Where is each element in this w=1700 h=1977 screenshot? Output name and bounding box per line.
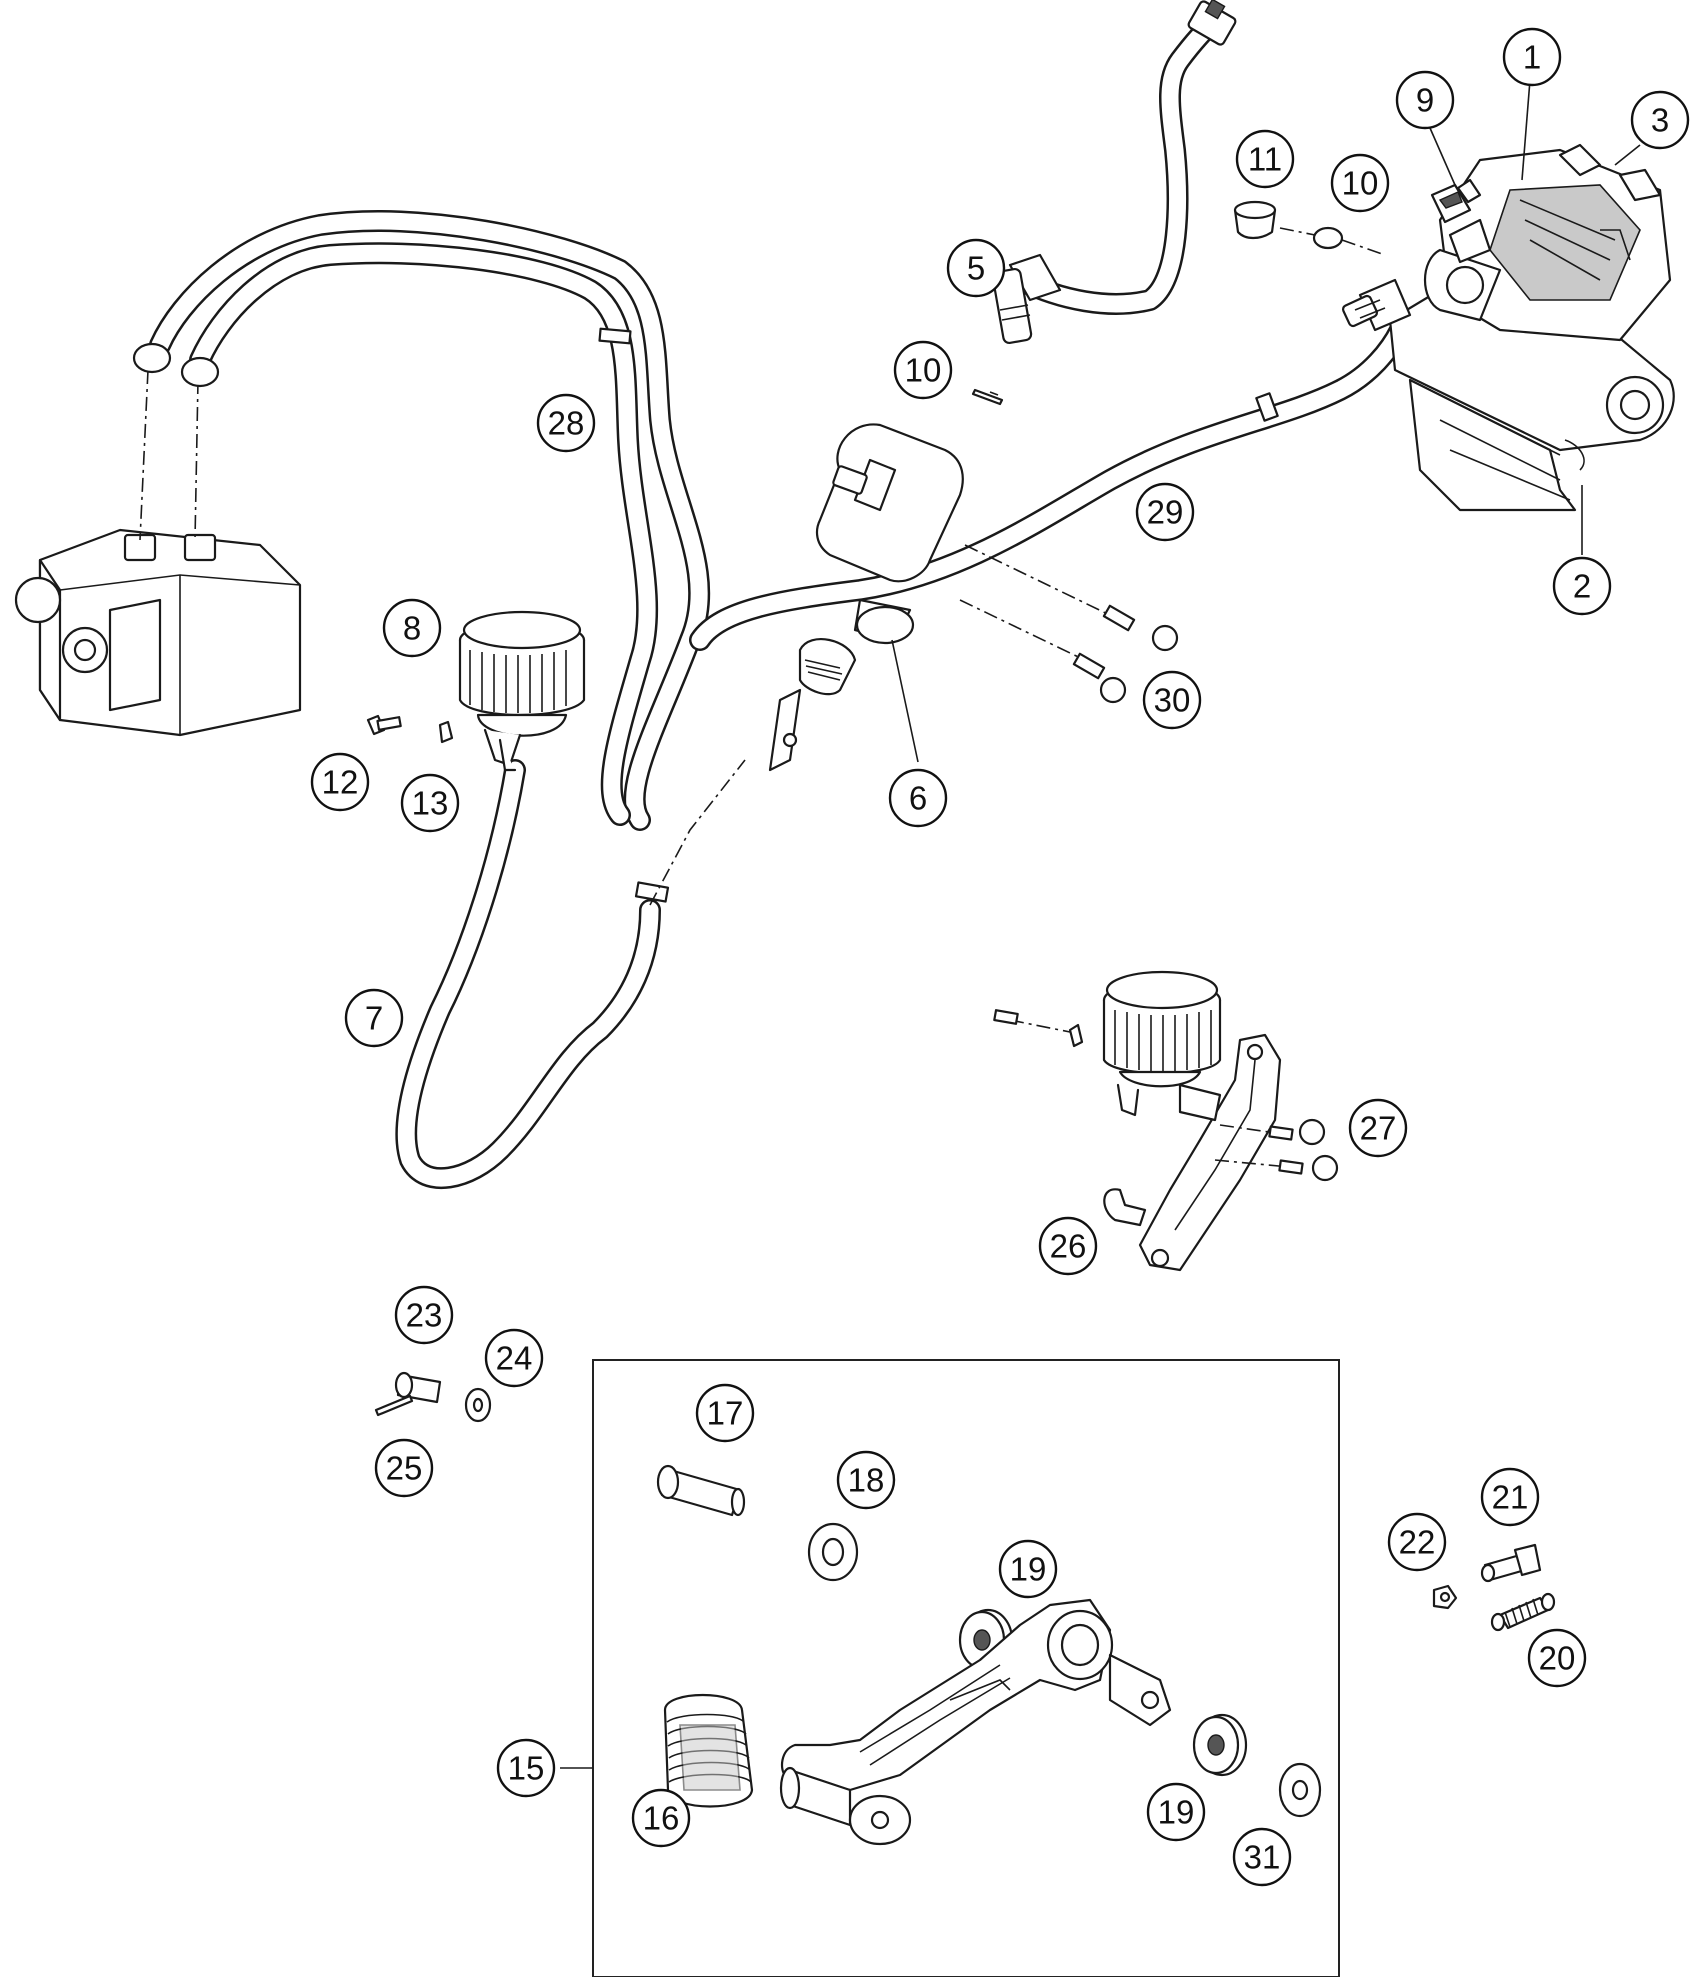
callout-2-label: 2	[1573, 568, 1591, 605]
callout-9: 9	[1395, 70, 1455, 130]
callout-22-label: 22	[1399, 1524, 1436, 1561]
callout-18-label: 18	[848, 1462, 885, 1499]
brake-fluid-reservoir	[366, 610, 586, 772]
brake-caliper-assembly	[1341, 143, 1675, 512]
callout-10-lower: 10	[893, 340, 953, 400]
abs-sensor-cable	[1009, 0, 1237, 315]
callout-16-label: 16	[643, 1800, 680, 1837]
callout-19-upper: 19	[998, 1539, 1058, 1599]
leader-lines	[891, 79, 1641, 763]
callout-3-label: 3	[1651, 102, 1669, 139]
brake-master-cylinder	[768, 423, 1121, 772]
callout-9-label: 9	[1416, 82, 1434, 119]
rear-reservoir-bracket-assembly	[993, 970, 1339, 1272]
bearing-19-lower	[1192, 1713, 1248, 1777]
washer-24	[464, 1387, 492, 1423]
callout-20: 20	[1527, 1628, 1587, 1688]
sensor-5	[991, 253, 1062, 345]
callout-28: 28	[536, 393, 596, 453]
callout-1-label: 1	[1523, 39, 1541, 76]
callout-8: 8	[382, 598, 442, 658]
pedal-pin-17	[656, 1464, 746, 1517]
callout-10-lower-label: 10	[905, 352, 942, 389]
brake-pedal-kit-frame	[592, 1359, 1340, 1977]
callout-16: 16	[631, 1788, 691, 1848]
callout-21-label: 21	[1492, 1479, 1529, 1516]
callout-12: 12	[310, 752, 370, 812]
brake-line-29	[689, 319, 1411, 651]
callout-3: 3	[1630, 90, 1690, 150]
callout-25: 25	[374, 1438, 434, 1498]
clip-10-lower	[971, 388, 1004, 406]
bolts-30	[1072, 604, 1179, 704]
callout-21: 21	[1480, 1467, 1540, 1527]
callout-28-label: 28	[548, 405, 585, 442]
washer-10-upper	[1279, 226, 1386, 256]
callout-13: 13	[400, 773, 460, 833]
callout-31-label: 31	[1244, 1839, 1281, 1876]
callout-25-label: 25	[386, 1450, 423, 1487]
callout-29: 29	[1135, 482, 1195, 542]
callout-2: 2	[1552, 556, 1612, 616]
callout-7-label: 7	[365, 1000, 383, 1037]
callout-30: 30	[1142, 670, 1202, 730]
abs-hydraulic-unit	[14, 342, 302, 737]
callout-19-lower-label: 19	[1158, 1794, 1195, 1831]
callout-24-label: 24	[496, 1340, 533, 1377]
callout-11: 11	[1235, 129, 1295, 189]
callout-23-label: 23	[406, 1297, 443, 1334]
callout-27-label: 27	[1360, 1110, 1397, 1147]
callout-19-upper-label: 19	[1010, 1551, 1047, 1588]
callout-11-label: 11	[1248, 141, 1282, 178]
reservoir-hose-7	[395, 759, 746, 1190]
callout-27: 27	[1348, 1098, 1408, 1158]
callout-13-label: 13	[412, 785, 449, 822]
callout-6: 6	[888, 768, 948, 828]
screw-21	[1480, 1543, 1542, 1583]
callout-15: 15	[496, 1738, 556, 1798]
brake-line-28	[149, 210, 711, 831]
callout-30-label: 30	[1154, 682, 1191, 719]
callout-6-label: 6	[909, 780, 927, 817]
brake-pedal-lever	[779, 1598, 1172, 1846]
callout-5: 5	[946, 238, 1006, 298]
callout-10-upper: 10	[1330, 153, 1390, 213]
callout-22: 22	[1387, 1512, 1447, 1572]
split-pin-25	[374, 1394, 414, 1417]
callout-1: 1	[1502, 27, 1562, 87]
callout-19-lower: 19	[1146, 1782, 1206, 1842]
return-spring-16	[663, 1694, 754, 1808]
callout-24: 24	[484, 1328, 544, 1388]
washer-31	[1278, 1762, 1322, 1818]
callout-17-label: 17	[707, 1395, 744, 1432]
callout-15-label: 15	[508, 1750, 545, 1787]
pivot-pin-23	[394, 1371, 442, 1404]
callout-31: 31	[1232, 1827, 1292, 1887]
callout-12-label: 12	[322, 764, 359, 801]
washer-18	[807, 1522, 859, 1582]
cap-11	[1233, 200, 1277, 240]
callout-10-upper-label: 10	[1342, 165, 1379, 202]
nut-22	[1432, 1584, 1458, 1610]
callout-17: 17	[695, 1383, 755, 1443]
callout-18: 18	[836, 1450, 896, 1510]
callout-26: 26	[1038, 1216, 1098, 1276]
callout-7: 7	[344, 988, 404, 1048]
callout-20-label: 20	[1539, 1640, 1576, 1677]
callout-29-label: 29	[1147, 494, 1184, 531]
bleeder-valve-9	[1430, 178, 1482, 224]
callout-8-label: 8	[403, 610, 421, 647]
callout-23: 23	[394, 1285, 454, 1345]
callout-26-label: 26	[1050, 1228, 1087, 1265]
callout-5-label: 5	[967, 250, 985, 287]
spring-20	[1490, 1592, 1556, 1632]
